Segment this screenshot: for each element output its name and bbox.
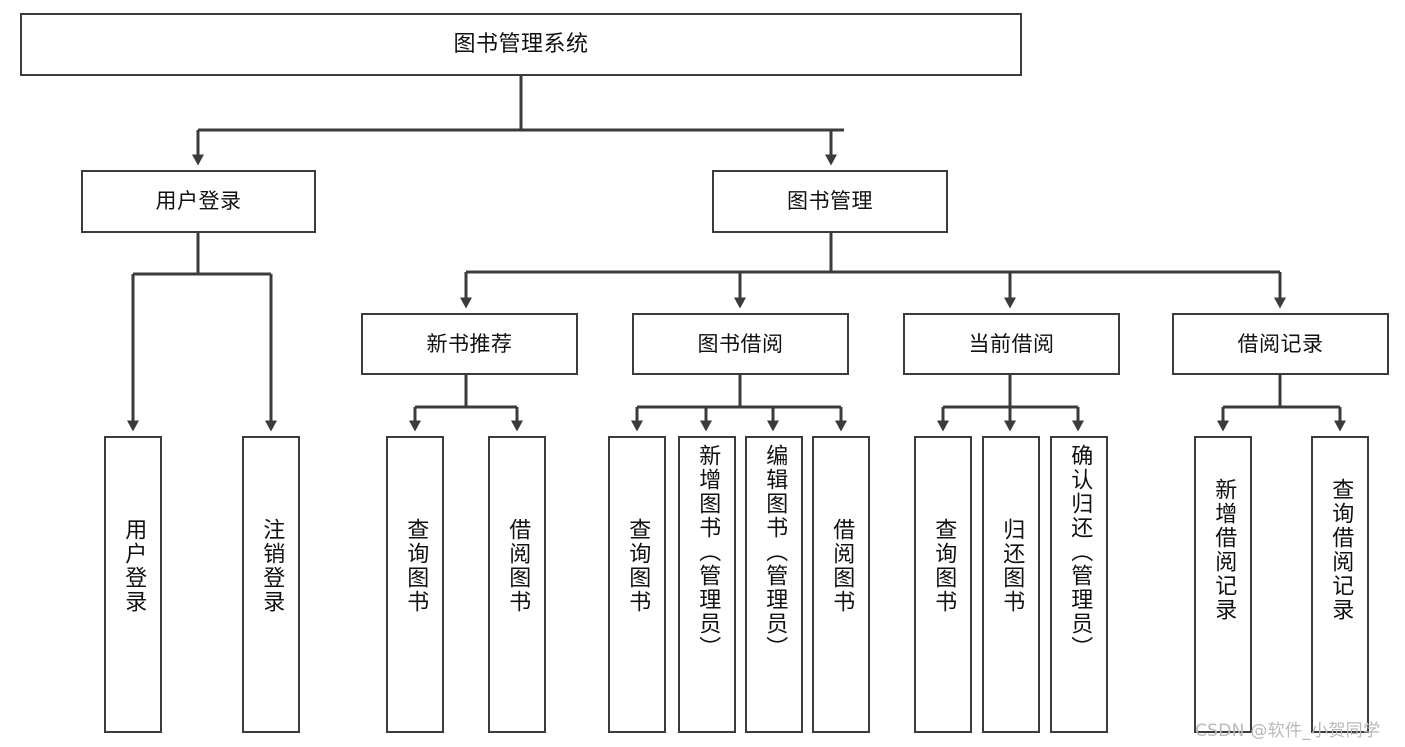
node-root-system[interactable]: 图书管理系统	[20, 13, 1022, 76]
node-book-manage[interactable]: 图书管理	[712, 170, 948, 233]
node-label: 注销登录	[259, 518, 285, 614]
node-current-borrow[interactable]: 当前借阅	[903, 313, 1120, 375]
node-new-book-recommend[interactable]: 新书推荐	[361, 313, 578, 375]
node-label: 图书借阅	[697, 331, 784, 356]
node-label: 新增借阅记录	[1211, 478, 1237, 622]
node-label: 新书推荐	[426, 331, 513, 356]
node-user-login[interactable]: 用户登录	[81, 170, 316, 233]
node-label: 图书管理系统	[453, 31, 589, 57]
node-leaf-borrow-book-1[interactable]: 借阅图书	[488, 436, 546, 733]
node-label: 查询图书	[625, 518, 651, 614]
node-leaf-return-book[interactable]: 归还图书	[982, 436, 1040, 733]
node-label: 图书管理	[787, 189, 873, 214]
node-leaf-user-login[interactable]: 用户登录	[104, 436, 162, 733]
node-leaf-borrow-book-2[interactable]: 借阅图书	[812, 436, 870, 733]
node-label: 确认归还（管理员）	[1067, 444, 1093, 660]
node-label: 新增图书（管理员）	[695, 444, 721, 660]
node-leaf-edit-book[interactable]: 编辑图书（管理员）	[745, 436, 803, 733]
node-book-borrow[interactable]: 图书借阅	[632, 313, 849, 375]
node-label: 用户登录	[121, 518, 147, 614]
node-leaf-query-record[interactable]: 查询借阅记录	[1311, 436, 1369, 733]
node-label: 用户登录	[155, 189, 242, 214]
node-label: 借阅图书	[505, 518, 531, 614]
node-label: 查询借阅记录	[1328, 478, 1354, 622]
node-leaf-confirm-return[interactable]: 确认归还（管理员）	[1050, 436, 1108, 733]
node-leaf-add-record[interactable]: 新增借阅记录	[1194, 436, 1252, 733]
node-leaf-query-book-2[interactable]: 查询图书	[608, 436, 666, 733]
node-label: 当前借阅	[968, 331, 1055, 356]
node-label: 借阅图书	[829, 518, 855, 614]
node-leaf-query-book-1[interactable]: 查询图书	[386, 436, 444, 733]
node-label: 借阅记录	[1237, 331, 1324, 356]
node-leaf-add-book[interactable]: 新增图书（管理员）	[678, 436, 736, 733]
node-leaf-logout[interactable]: 注销登录	[242, 436, 300, 733]
node-label: 编辑图书（管理员）	[762, 444, 788, 660]
watermark-csdn: CSDN @软件_小贺同学	[1195, 721, 1381, 741]
node-label: 查询图书	[931, 518, 957, 614]
node-label: 查询图书	[403, 518, 429, 614]
node-borrow-record[interactable]: 借阅记录	[1172, 313, 1389, 375]
node-leaf-query-book-3[interactable]: 查询图书	[914, 436, 972, 733]
node-label: 归还图书	[999, 518, 1025, 614]
